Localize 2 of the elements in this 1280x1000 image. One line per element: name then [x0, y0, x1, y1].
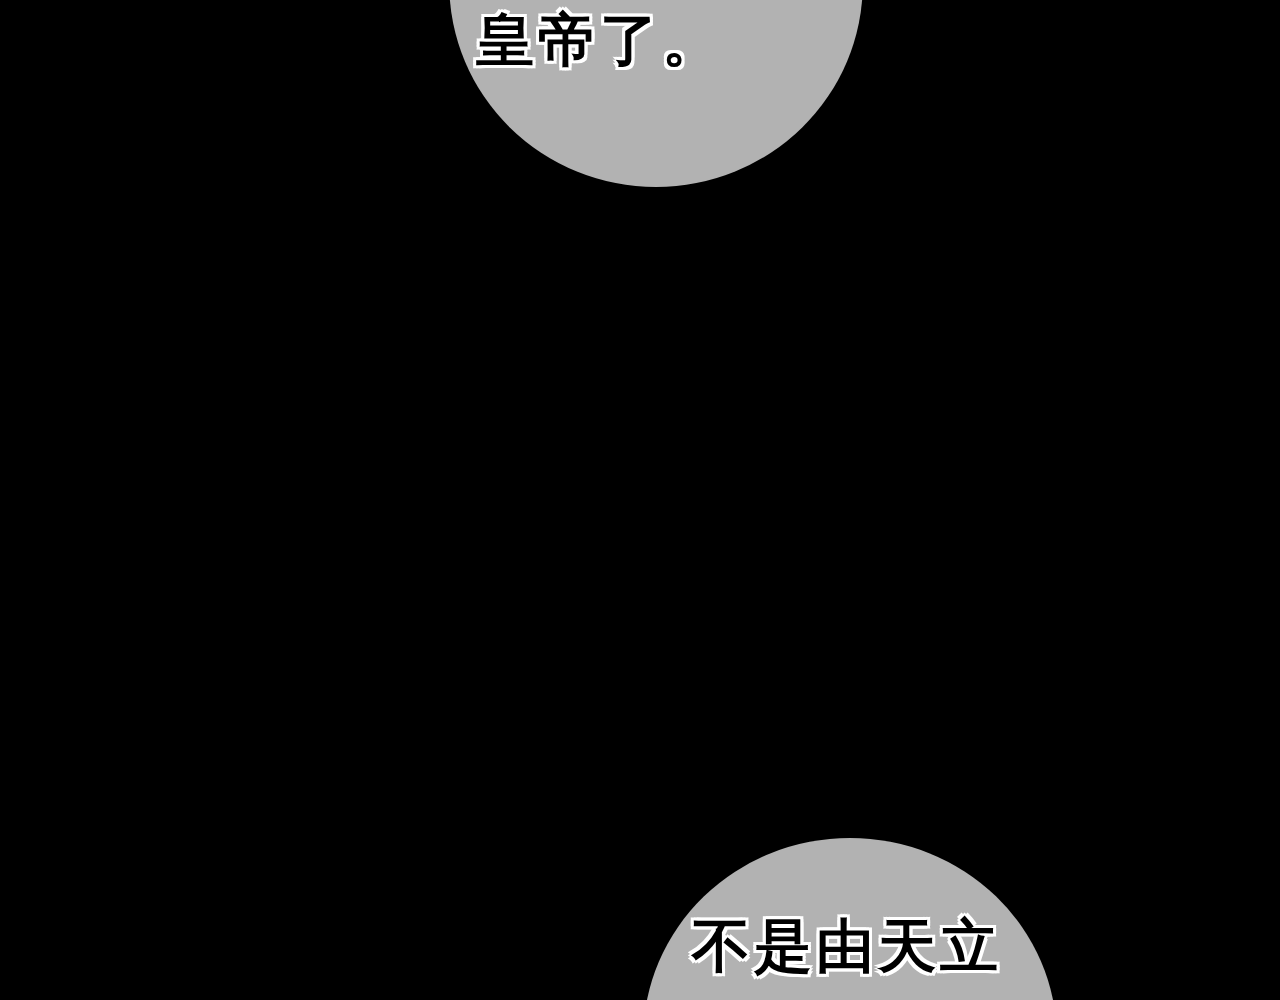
speech-text: 皇帝了。	[476, 5, 724, 76]
speech-text: 不是由天立	[692, 911, 1002, 982]
